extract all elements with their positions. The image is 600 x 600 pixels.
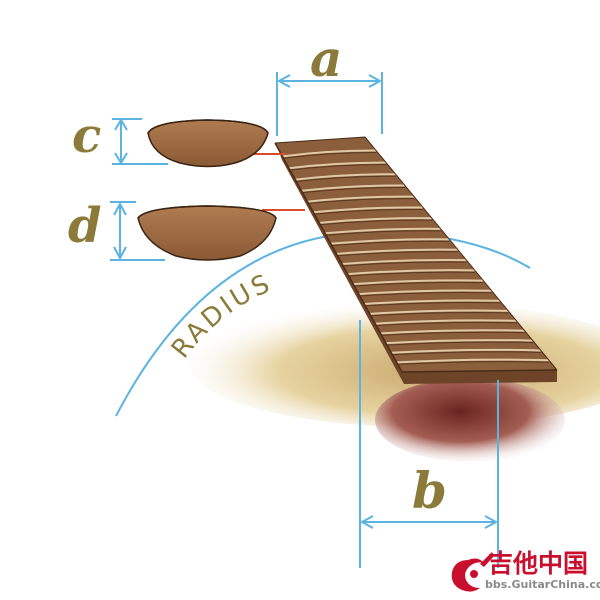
- fret-wire: [319, 217, 432, 224]
- fret-wire: [369, 309, 509, 315]
- fret-shadow: [353, 281, 484, 287]
- fret-wires: [282, 149, 549, 365]
- fret-wire: [380, 329, 525, 335]
- fret-wire: [336, 248, 458, 255]
- fret-wire: [353, 279, 484, 286]
- label-a: a: [310, 29, 342, 88]
- fret-wire: [396, 358, 549, 364]
- fret-wire: [288, 161, 387, 170]
- fret-shadow: [295, 175, 396, 183]
- fret-wire: [364, 299, 501, 305]
- dimension-b: [359, 320, 499, 568]
- fret-wire: [375, 319, 517, 325]
- label-d: d: [68, 198, 102, 254]
- watermark-chinese: 吉他中国: [488, 549, 588, 578]
- fret-shadow: [385, 341, 533, 346]
- fret-shadow: [313, 208, 424, 215]
- fret-wire: [307, 195, 415, 203]
- profile-d: [137, 205, 277, 261]
- fret-shadow: [336, 251, 458, 257]
- fret-shadow: [391, 351, 541, 356]
- fret-shadow: [375, 321, 517, 327]
- fret-shadow: [325, 230, 441, 236]
- fret-shadow: [396, 361, 549, 365]
- fret-shadow: [307, 198, 415, 205]
- fret-shadow: [358, 291, 492, 297]
- fret-shadow: [342, 261, 467, 267]
- fret-wire: [282, 149, 377, 158]
- fret-wire: [385, 339, 533, 345]
- fretboard: [274, 136, 558, 384]
- label-c: c: [72, 108, 101, 164]
- fret-shadow: [380, 331, 525, 336]
- fret-shadow: [319, 219, 432, 226]
- fret-wire: [324, 227, 441, 235]
- fret-wire: [313, 206, 424, 214]
- fret-shadow: [347, 271, 475, 277]
- fret-wire: [295, 173, 396, 181]
- dimension-d: [110, 201, 165, 261]
- dimension-a: [276, 72, 383, 136]
- fret-wire: [391, 348, 541, 354]
- label-b: b: [412, 461, 447, 520]
- fret-shadow: [288, 164, 387, 171]
- watermark: 吉他中国 bbs.GuitarChina.com: [451, 549, 600, 592]
- fret-shadow: [369, 311, 509, 317]
- guitarchina-logo-icon: [451, 552, 494, 592]
- fret-wire: [347, 269, 475, 276]
- fret-shadow: [282, 152, 377, 159]
- fret-shadow: [364, 301, 500, 307]
- fret-wire: [342, 258, 467, 266]
- profile-c: [147, 119, 269, 168]
- fret-wire: [358, 289, 492, 296]
- fret-shadow: [301, 187, 406, 194]
- fret-wire: [301, 184, 406, 192]
- watermark-url: bbs.GuitarChina.com: [485, 578, 600, 591]
- fret-wire: [330, 238, 450, 245]
- fret-shadow: [330, 240, 450, 247]
- dimension-c: [112, 118, 168, 165]
